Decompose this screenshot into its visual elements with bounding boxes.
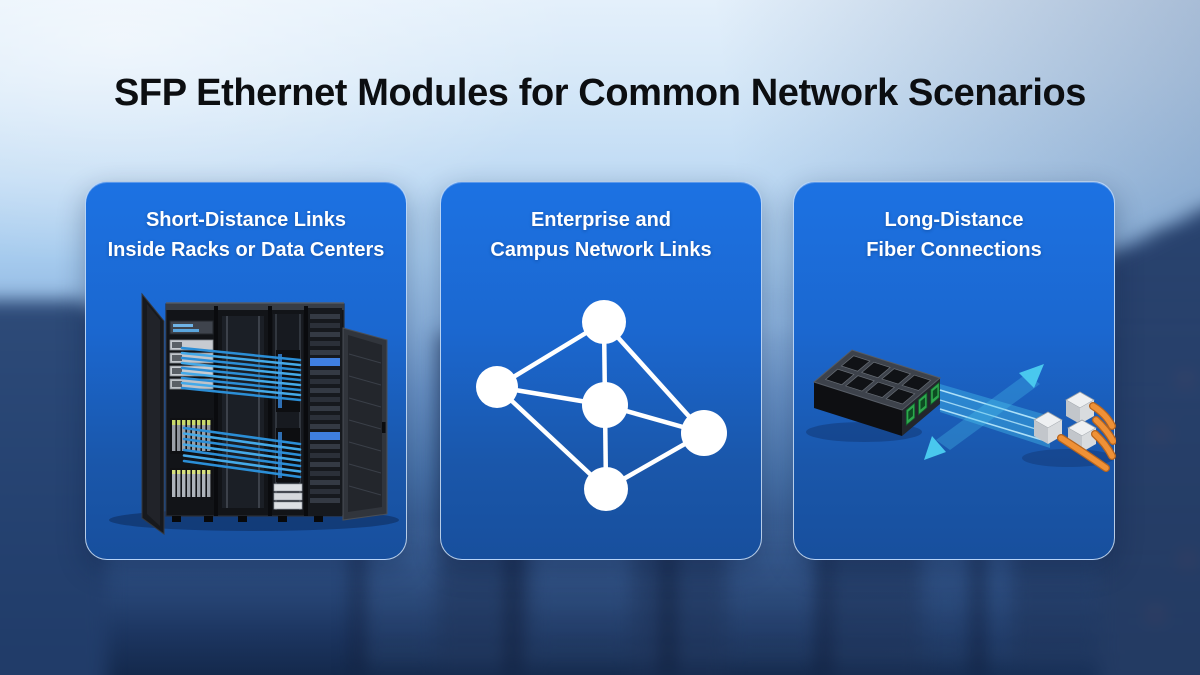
card-title-line2: Inside Racks or Data Centers xyxy=(107,239,385,261)
rack-disk-shelf xyxy=(170,418,213,454)
card-long-distance-title: Long-Distance Fiber Connections xyxy=(794,182,1114,265)
sfp-cube xyxy=(1033,411,1063,444)
card-title-line2: Fiber Connections xyxy=(866,239,1042,261)
card-short-distance-title: Short-Distance Links Inside Racks or Dat… xyxy=(86,182,406,265)
rack-open-door-left xyxy=(141,292,165,535)
blurred-rack-right xyxy=(1100,192,1200,675)
card-enterprise-campus: Enterprise and Campus Network Links xyxy=(440,181,762,560)
blue-patch-cables xyxy=(180,346,302,479)
topology-edge xyxy=(495,320,606,389)
server-led xyxy=(1158,432,1163,437)
card-title-line1: Enterprise and xyxy=(530,209,672,231)
rack-patch-panels xyxy=(273,350,303,510)
server-led xyxy=(1185,557,1190,562)
topology-edge xyxy=(604,402,705,436)
green-ports xyxy=(905,381,940,426)
card-enterprise-title: Enterprise and Campus Network Links xyxy=(441,182,761,265)
card-title-line1: Long-Distance xyxy=(884,209,1024,231)
server-rack-row xyxy=(109,292,399,535)
topology-edge xyxy=(604,431,706,491)
sfp-cube xyxy=(1067,419,1097,452)
sfp-cube xyxy=(1065,391,1095,424)
light-beams xyxy=(924,364,1050,460)
fiber-cables xyxy=(1057,402,1116,472)
blade-blue-glow xyxy=(310,432,340,440)
server-led xyxy=(1153,612,1158,617)
card-title-line2: Campus Network Links xyxy=(490,239,712,261)
sfp-fiber-scene xyxy=(806,349,1116,472)
blade-blue-glow xyxy=(310,358,340,366)
topology-node-top xyxy=(582,300,626,344)
topology-edge xyxy=(602,404,609,490)
topology-node-bottom xyxy=(584,467,628,511)
card-long-distance: Long-Distance Fiber Connections xyxy=(793,181,1116,560)
card-title-line1: Short-Distance Links xyxy=(145,209,347,231)
sfp-transceivers xyxy=(1033,391,1097,452)
rack-disk-shelf-2 xyxy=(170,468,213,500)
topology-node-left xyxy=(476,366,518,408)
topology-edge xyxy=(495,385,608,491)
page-title: SFP Ethernet Modules for Common Network … xyxy=(113,72,1087,114)
rack-servers xyxy=(169,339,214,390)
server-led xyxy=(1183,377,1188,382)
rack-switch xyxy=(169,320,214,335)
topology-edge xyxy=(601,321,608,406)
card-short-distance: Short-Distance Links Inside Racks or Dat… xyxy=(85,181,407,560)
vent-grid xyxy=(824,355,932,405)
beam-arrow-up-icon xyxy=(1019,364,1044,388)
topology-node-center xyxy=(582,382,628,428)
media-converter-box xyxy=(812,349,942,436)
topology-edge xyxy=(602,320,706,435)
beam-arrow-down-icon xyxy=(924,436,946,460)
rack-blade-slots xyxy=(308,308,342,516)
rack-open-mesh-door xyxy=(342,327,388,521)
topology-edge xyxy=(496,384,606,408)
topology-node-right xyxy=(681,410,727,456)
